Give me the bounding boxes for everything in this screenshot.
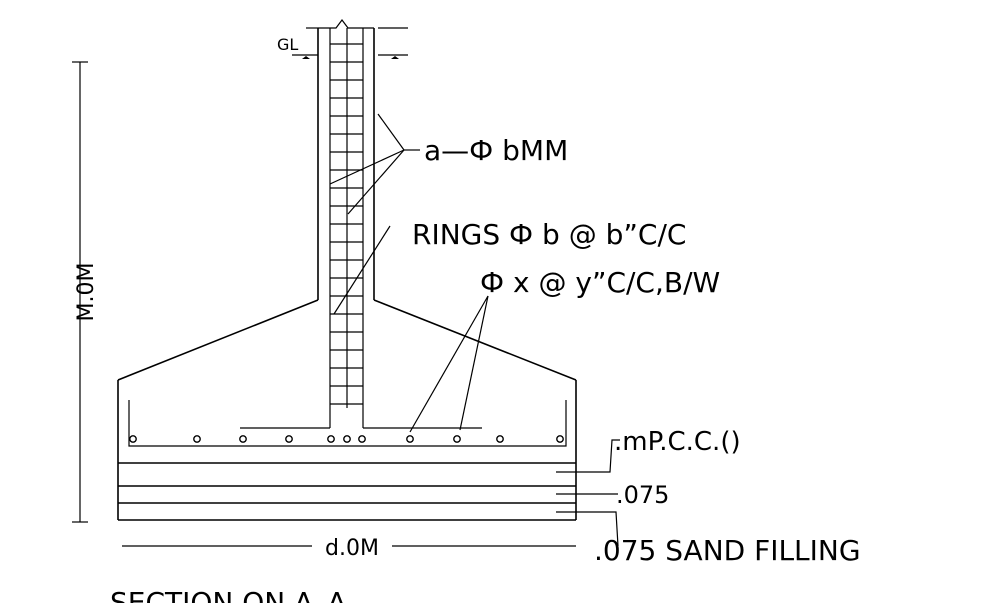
bottom-bars-label: Ф x @ y”C/C,B/W [480,266,720,299]
bottom-reinforcement [128,400,567,447]
pcc-label: .mP.C.C.() [614,427,741,457]
width-dimension: d.0M [122,536,576,561]
height-dim-label: M.0M [74,263,99,322]
annotations: a—Ф bMM RINGS Ф b @ b”C/C Ф x @ y”C/C,B/… [110,134,861,603]
rebar-circle [496,435,504,443]
column-reinforcement-cage [329,28,364,428]
rebar-circle [343,435,351,443]
height-dimension: M.0M [72,61,99,523]
rebar-circle [327,435,335,443]
rebar-circle [453,435,461,443]
footing-outline [117,299,577,463]
rebar-circle [406,435,414,443]
rebar-circle [556,435,564,443]
rebar-circle [239,435,247,443]
leader-lines [329,113,620,547]
rebar-circle [129,435,137,443]
main-bars-label: a—Ф bMM [424,134,568,167]
rebar-circle [285,435,293,443]
ground-level-marker: GL [277,27,408,59]
section-title: SECTION ON A–A [110,586,346,603]
width-dim-label: d.0M [325,536,379,561]
rebar-circle [193,435,201,443]
layer-075-label: .075 [616,481,669,509]
gl-label: GL [277,35,298,54]
rings-label: RINGS Ф b @ b”C/C [412,218,686,251]
rebar-circle [358,435,366,443]
base-layers [117,462,577,521]
sand-filling-label: .075 SAND FILLING [594,534,861,567]
